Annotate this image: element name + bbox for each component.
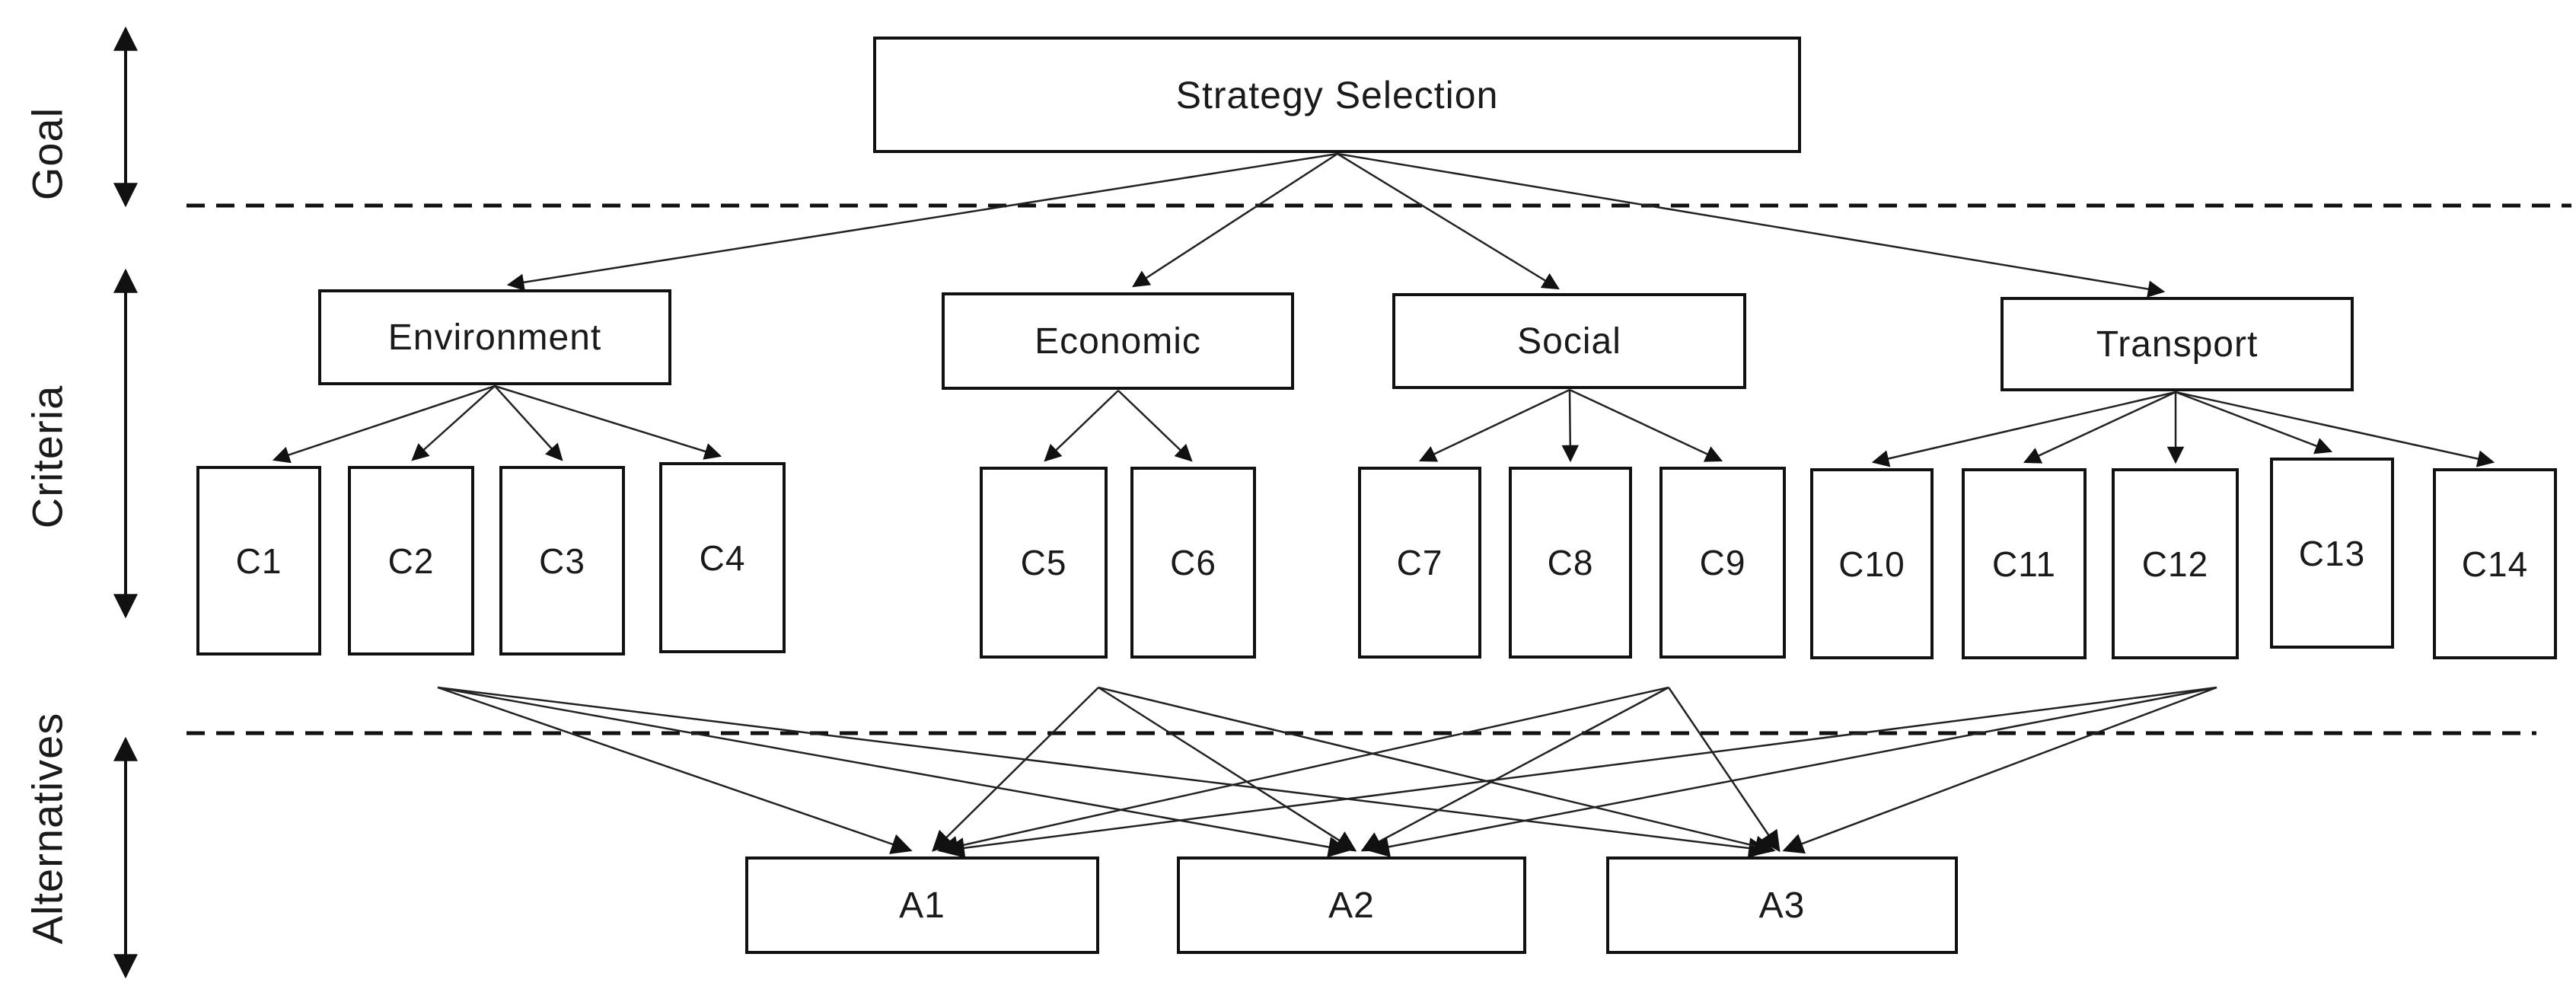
arrow-soc-a3 xyxy=(1667,687,1781,853)
arrow-eco-a2 xyxy=(1098,686,1357,852)
arrow-env-a1 xyxy=(437,686,913,854)
node-transport: Transport xyxy=(2001,297,2354,391)
arrow-eco-a3 xyxy=(1098,686,1776,856)
arrow-eco-c5 xyxy=(1044,390,1119,462)
arrow-tra-c11 xyxy=(2023,391,2176,464)
node-c4: C4 xyxy=(659,462,786,653)
alternatives-level-label: Alternatives xyxy=(23,712,72,945)
node-c11: C11 xyxy=(1962,468,2087,659)
node-c14: C14 xyxy=(2433,468,2557,659)
arrow-eco-c6 xyxy=(1117,390,1193,462)
arrow-soc-a2 xyxy=(1360,686,1669,852)
level-divider-lines xyxy=(187,203,2571,735)
arrow-env-a3 xyxy=(437,686,1770,859)
node-a3: A3 xyxy=(1606,856,1958,954)
arrow-env-a2 xyxy=(437,686,1350,858)
arrow-env-c4 xyxy=(494,384,722,460)
node-c3: C3 xyxy=(499,466,625,656)
arrow-soc-c7 xyxy=(1418,388,1570,462)
arrow-env-c2 xyxy=(411,385,496,461)
arrow-eco-a1 xyxy=(932,687,1099,852)
arrow-soc-a1 xyxy=(937,686,1669,857)
node-a2: A2 xyxy=(1177,856,1526,954)
node-social: Social xyxy=(1392,293,1746,389)
node-a1: A1 xyxy=(745,856,1099,954)
arrow-goal-environment xyxy=(506,152,1338,291)
node-c2: C2 xyxy=(348,466,474,656)
arrow-tra-a3 xyxy=(1782,686,2217,854)
node-c7: C7 xyxy=(1358,467,1481,659)
node-environment: Environment xyxy=(318,289,671,385)
arrow-goal-economic xyxy=(1132,152,1338,288)
group-to-subcriteria-arrows xyxy=(272,384,2495,467)
criteria-level-label: Criteria xyxy=(23,384,72,529)
arrow-tra-c14 xyxy=(2175,391,2495,467)
goal-to-criteria-arrows xyxy=(506,152,2166,298)
arrow-tra-c10 xyxy=(1871,391,2176,467)
arrow-tra-a2 xyxy=(1368,686,2217,857)
node-c12: C12 xyxy=(2112,468,2239,659)
arrow-env-c1 xyxy=(272,384,496,464)
node-goal: Strategy Selection xyxy=(873,37,1801,153)
arrow-tra-c13 xyxy=(2175,391,2333,455)
arrow-soc-c9 xyxy=(1569,388,1723,462)
arrow-tra-a1 xyxy=(943,686,2217,859)
node-c5: C5 xyxy=(980,467,1108,659)
node-c6: C6 xyxy=(1130,467,1256,659)
node-c9: C9 xyxy=(1659,467,1786,659)
arrow-env-c3 xyxy=(494,385,563,461)
node-c1: C1 xyxy=(196,466,321,656)
node-c8: C8 xyxy=(1509,467,1632,659)
arrow-goal-social xyxy=(1337,152,1560,290)
goal-level-label: Goal xyxy=(23,107,72,201)
criteria-to-alternative-arrows xyxy=(437,686,2217,859)
arrow-goal-transport xyxy=(1337,152,2166,298)
node-c10: C10 xyxy=(1810,468,1934,659)
node-c13: C13 xyxy=(2270,458,2394,649)
node-economic: Economic xyxy=(942,292,1294,390)
